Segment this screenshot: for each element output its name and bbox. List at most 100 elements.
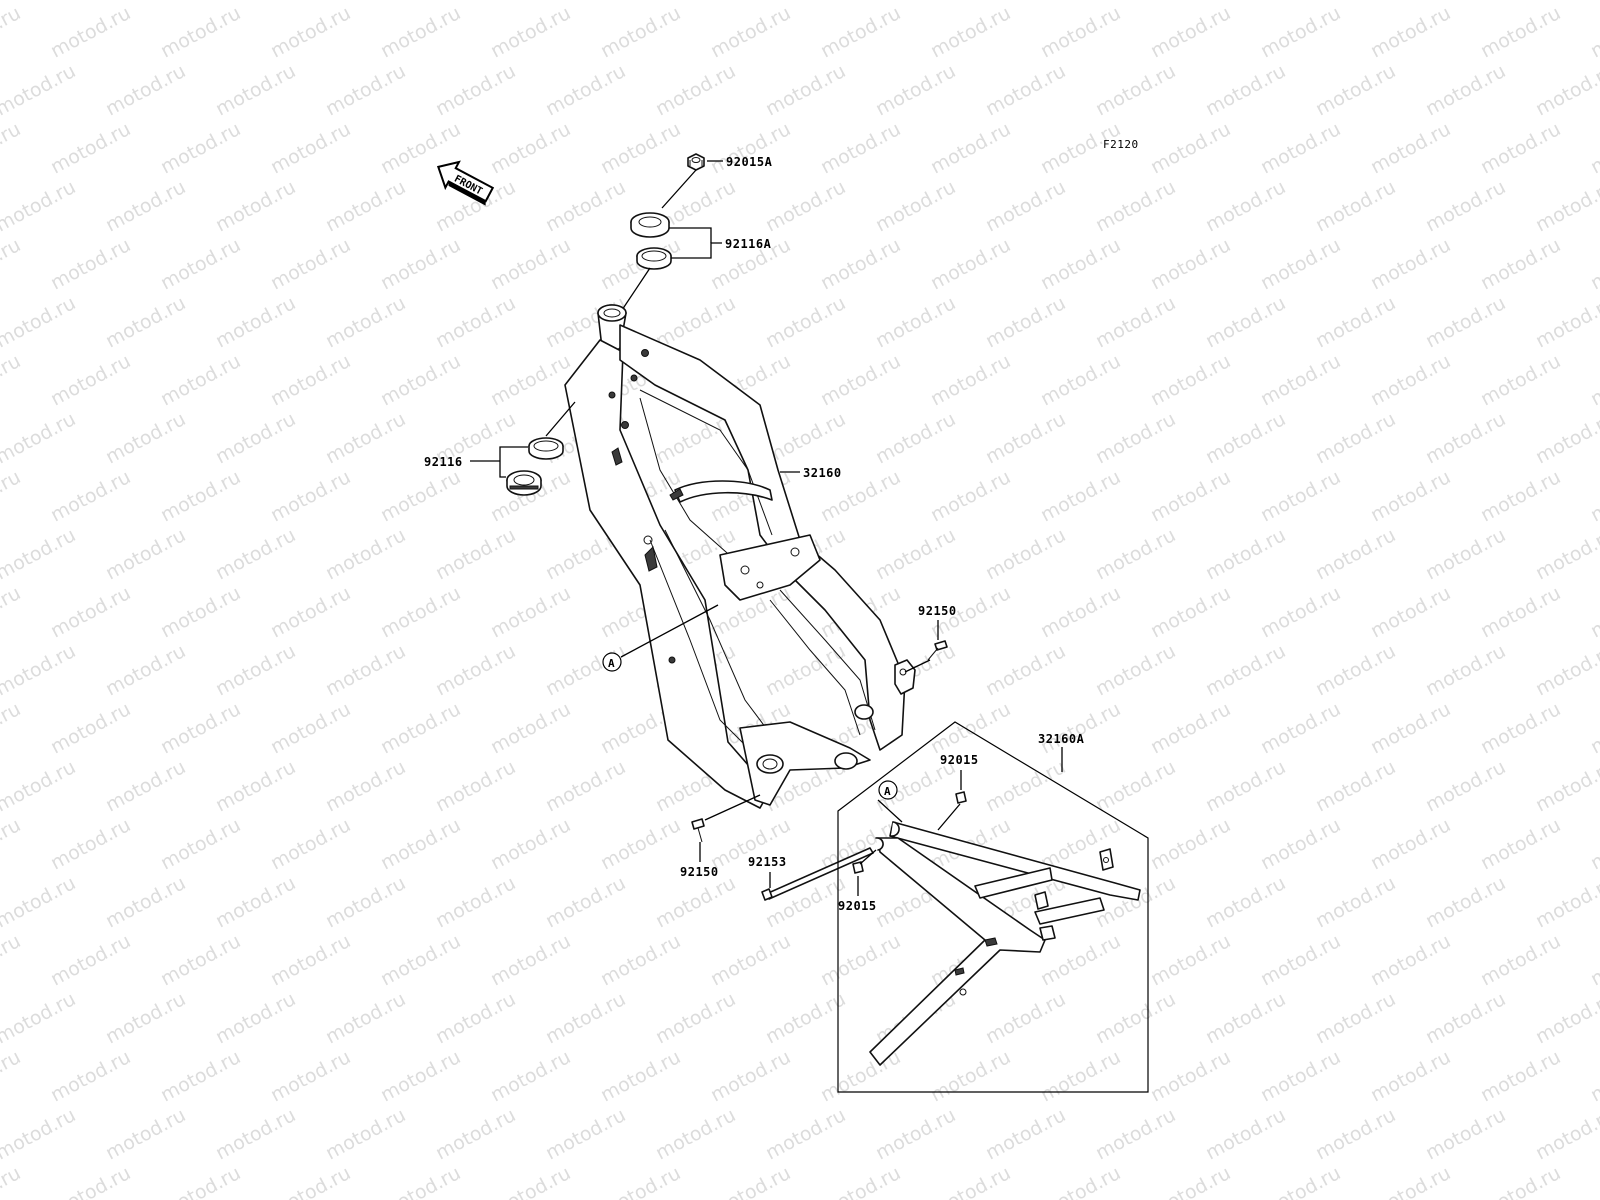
watermark-text: motod.ru — [1312, 640, 1399, 700]
watermark-text: motod.ru — [267, 466, 354, 526]
watermark-text: motod.ru — [47, 234, 134, 294]
watermark-text: motod.ru — [1587, 118, 1600, 178]
watermark-text: motod.ru — [707, 2, 794, 62]
watermark-text: motod.ru — [157, 2, 244, 62]
watermark-text: motod.ru — [322, 524, 409, 584]
watermark-text: motod.ru — [762, 60, 849, 120]
watermark-text: motod.ru — [817, 930, 904, 990]
watermark-text: motod.ru — [1422, 756, 1509, 816]
watermark-text: motod.ru — [267, 1162, 354, 1200]
watermark-text: motod.ru — [212, 408, 299, 468]
watermark-text: motod.ru — [652, 0, 739, 4]
watermark-text: motod.ru — [1532, 292, 1600, 352]
watermark-text: motod.ru — [47, 698, 134, 758]
watermark-text: motod.ru — [1367, 466, 1454, 526]
label-32160A: 32160A — [1038, 732, 1085, 746]
watermark-text: motod.ru — [817, 118, 904, 178]
watermark-text: motod.ru — [0, 872, 79, 932]
watermark-text: motod.ru — [542, 756, 629, 816]
watermark-text: motod.ru — [1477, 234, 1564, 294]
watermark-text: motod.ru — [322, 60, 409, 120]
watermark-text: motod.ru — [1422, 524, 1509, 584]
watermark-text: motod.ru — [1422, 176, 1509, 236]
watermark-text: motod.ru — [1202, 872, 1289, 932]
watermark-text: motod.ru — [1147, 118, 1234, 178]
watermark-text: motod.ru — [1532, 988, 1600, 1048]
watermark-text: motod.ru — [432, 60, 519, 120]
label-92150-right: 92150 — [918, 604, 957, 618]
watermark-text: motod.ru — [377, 1046, 464, 1106]
watermark-text: motod.ru — [102, 1104, 189, 1164]
watermark-text: motod.ru — [267, 1046, 354, 1106]
watermark-text: motod.ru — [1037, 466, 1124, 526]
watermark-text: motod.ru — [0, 756, 79, 816]
watermark-text: motod.ru — [1367, 582, 1454, 642]
watermark-text: motod.ru — [1367, 698, 1454, 758]
watermark-text: motod.ru — [1312, 176, 1399, 236]
watermark-text: motod.ru — [0, 292, 79, 352]
watermark-text: motod.ru — [927, 466, 1014, 526]
watermark-text: motod.ru — [1037, 1046, 1124, 1106]
watermark-text: motod.ru — [1587, 1046, 1600, 1106]
watermark-text: motod.ru — [982, 292, 1069, 352]
watermark-text: motod.ru — [1422, 1104, 1509, 1164]
watermark-text: motod.ru — [762, 1104, 849, 1164]
watermark-text: motod.ru — [1202, 292, 1289, 352]
watermark-text: motod.ru — [377, 2, 464, 62]
watermark-text: motod.ru — [487, 118, 574, 178]
watermark-text: motod.ru — [102, 60, 189, 120]
watermark-text: motod.ru — [597, 118, 684, 178]
watermark-text: motod.ru — [1257, 582, 1344, 642]
watermark-text: motod.ru — [102, 524, 189, 584]
watermark-text: motod.ru — [982, 1104, 1069, 1164]
watermark-text: motod.ru — [267, 234, 354, 294]
watermark-text: motod.ru — [157, 582, 244, 642]
watermark-text: motod.ru — [1367, 814, 1454, 874]
watermark-text: motod.ru — [0, 466, 24, 526]
watermark-text: motod.ru — [267, 930, 354, 990]
watermark-text: motod.ru — [157, 1046, 244, 1106]
watermark-text: motod.ru — [762, 292, 849, 352]
watermark-text: motod.ru — [267, 118, 354, 178]
watermark-text: motod.ru — [1092, 408, 1179, 468]
watermark-text: motod.ru — [1532, 872, 1600, 932]
lower-bearing — [506, 470, 542, 496]
watermark-text: motod.ru — [927, 1046, 1014, 1106]
watermark-text: motod.ru — [267, 814, 354, 874]
watermark-text: motod.ru — [1202, 1104, 1289, 1164]
watermark-text: motod.ru — [1587, 234, 1600, 294]
watermark-text: motod.ru — [542, 60, 629, 120]
watermark-text: motod.ru — [1312, 756, 1399, 816]
watermark-text: motod.ru — [0, 60, 79, 120]
watermark-text: motod.ru — [1092, 60, 1179, 120]
watermark-text: motod.ru — [487, 698, 574, 758]
watermark-text: motod.ru — [817, 350, 904, 410]
watermark-text: motod.ru — [1312, 524, 1399, 584]
watermark-text: motod.ru — [1092, 0, 1179, 4]
watermark-text: motod.ru — [1257, 1046, 1344, 1106]
watermark-text: motod.ru — [707, 118, 794, 178]
watermark-text: motod.ru — [1037, 582, 1124, 642]
watermark-text: motod.ru — [0, 640, 79, 700]
watermark-text: motod.ru — [432, 756, 519, 816]
watermark-text: motod.ru — [1257, 930, 1344, 990]
watermark-text: motod.ru — [817, 234, 904, 294]
bolt-right-92150 — [927, 640, 948, 661]
watermark-text: motod.ru — [102, 292, 189, 352]
watermark-text: motod.ru — [872, 0, 959, 4]
watermark-text: motod.ru — [982, 988, 1069, 1048]
watermark-text: motod.ru — [1477, 118, 1564, 178]
watermark-text: motod.ru — [377, 1162, 464, 1200]
watermark-text: motod.ru — [597, 1162, 684, 1200]
watermark-text: motod.ru — [1147, 1162, 1234, 1200]
watermark-text: motod.ru — [817, 1162, 904, 1200]
watermark-text: motod.ru — [377, 930, 464, 990]
watermark-text: motod.ru — [872, 408, 959, 468]
watermark-text: motod.ru — [542, 872, 629, 932]
watermark-text: motod.ru — [872, 60, 959, 120]
watermark-text: motod.ru — [0, 234, 24, 294]
watermark-text: motod.ru — [1532, 408, 1600, 468]
watermark-text: motod.ru — [1092, 292, 1179, 352]
watermark-text: motod.ru — [322, 872, 409, 932]
